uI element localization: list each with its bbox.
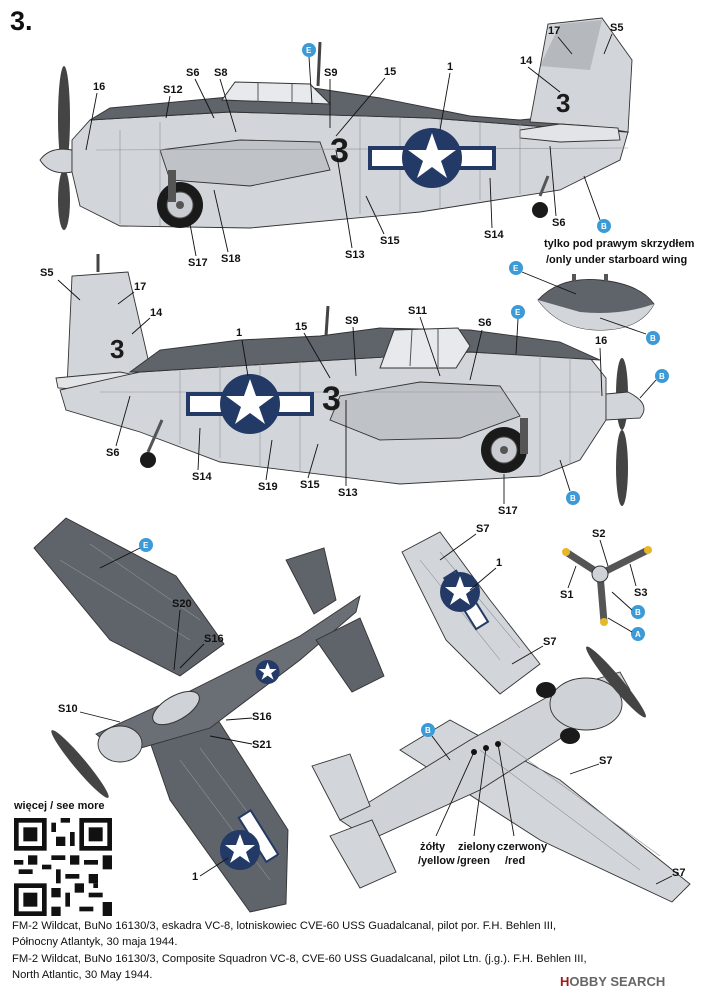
callout-S15-b: S15 [300, 479, 320, 491]
color-code-E-1: E [306, 46, 312, 55]
color-code-A: A [635, 630, 641, 639]
color-code-E-4: E [143, 541, 149, 550]
callout-17-b: 17 [134, 281, 146, 293]
callout-S6-c: S6 [478, 317, 491, 329]
callout-S14-b: S14 [192, 471, 212, 483]
caption-line-pl-2: Północny Atlantyk, 30 maja 1944. [12, 936, 178, 949]
starboard-note-en: /only under starboard wing [546, 254, 687, 266]
propeller-detail: S2 S1 S3 B A [560, 528, 652, 641]
stripe-red-en: /red [505, 855, 525, 867]
callout-S15-a: S15 [380, 235, 400, 247]
color-code-E-2: E [513, 264, 519, 273]
callout-S18: S18 [221, 253, 241, 265]
starboard-note-pl: tylko pod prawym skrzydłem [544, 238, 695, 250]
watermark: HOBBY SEARCH [560, 974, 665, 989]
callout-S9-b: S9 [345, 315, 358, 327]
callout-S17-a: S17 [188, 257, 208, 269]
callout-S1: S1 [560, 589, 573, 601]
callout-14-b: 14 [150, 307, 163, 319]
stripe-green-pl: zielony [458, 841, 496, 853]
tail-number-left: 3 [556, 88, 570, 118]
callout-S7-d: S7 [672, 867, 685, 879]
callout-S5-a: S5 [610, 22, 623, 34]
callout-S16-a: S16 [204, 633, 224, 645]
stripe-yellow-en: /yellow [418, 855, 455, 867]
callout-S13-a: S13 [345, 249, 365, 261]
stripe-red-pl: czerwony [497, 841, 548, 853]
callout-1-a: 1 [447, 61, 453, 73]
callout-S12: S12 [163, 84, 183, 96]
callout-S14-a: S14 [484, 229, 504, 241]
right-side-view: 3 3 [55, 254, 645, 506]
callout-15-b: 15 [295, 321, 307, 333]
bottom-view-callouts: S7 1 S7 S7 S7 B żółty /yellow zielony /g… [418, 523, 685, 885]
callout-1-b: 1 [236, 327, 242, 339]
caption-line-pl-1: FM-2 Wildcat, BuNo 16130/3, eskadra VC-8… [12, 920, 557, 932]
caption-block: FM-2 Wildcat, BuNo 16130/3, eskadra VC-8… [12, 918, 612, 984]
callout-S7-b: S7 [543, 636, 556, 648]
callout-S2: S2 [592, 528, 605, 540]
color-code-B-6: B [635, 608, 641, 617]
callout-S6-b: S6 [552, 217, 565, 229]
color-code-E-3: E [515, 308, 521, 317]
callout-1-d: 1 [496, 557, 502, 569]
callout-S6-a: S6 [186, 67, 199, 79]
watermark-prefix: H [560, 974, 570, 989]
callout-S19: S19 [258, 481, 278, 493]
callout-S9-a: S9 [324, 67, 337, 79]
see-more-label: więcej / see more [14, 800, 105, 812]
callout-S3: S3 [634, 587, 647, 599]
color-code-B-4: B [570, 494, 576, 503]
callout-S7-a: S7 [476, 523, 489, 535]
callout-17-a: 17 [548, 25, 560, 37]
callout-16: 16 [93, 81, 105, 93]
drop-tank: E B [509, 261, 660, 345]
stripe-yellow-pl: żółty [420, 841, 446, 853]
callout-16-b: 16 [595, 335, 607, 347]
left-view-callouts: 16 S12 S6 S8 E S9 15 1 17 S5 14 S6 B S14… [85, 22, 623, 269]
fuselage-number-right: 3 [322, 380, 341, 418]
top-view-callouts: E S20 S16 S10 S16 S21 1 [58, 538, 272, 883]
callout-S5-b: S5 [40, 267, 53, 279]
fuselage-number-left: 3 [330, 132, 349, 170]
callout-S13-b: S13 [338, 487, 358, 499]
callout-S7-c: S7 [599, 755, 612, 767]
callout-1-c: 1 [192, 871, 198, 883]
caption-line-en-2: North Atlantic, 30 May 1944. [12, 969, 153, 982]
callout-S20: S20 [172, 598, 192, 610]
top-view [33, 517, 385, 913]
stripe-green-en: /green [457, 855, 490, 867]
callout-S21: S21 [252, 739, 272, 751]
callout-S10: S10 [58, 703, 78, 715]
callout-14-a: 14 [520, 55, 533, 67]
callout-S11: S11 [408, 305, 427, 317]
callout-S8: S8 [214, 67, 227, 79]
callout-S17-b: S17 [498, 505, 518, 517]
callout-15-a: 15 [384, 66, 396, 78]
caption-line-en-1: FM-2 Wildcat, BuNo 16130/3, Composite Sq… [12, 952, 587, 965]
tail-number-right: 3 [110, 334, 124, 364]
watermark-text: OBBY SEARCH [569, 974, 666, 989]
color-code-B-1: B [601, 222, 607, 231]
color-code-B-3: B [659, 372, 665, 381]
color-code-B-5: B [425, 726, 431, 735]
color-code-B-2: B [650, 334, 656, 343]
right-view-callouts: S5 17 14 1 15 S9 S11 S6 E 16 B B S6 S14 … [40, 267, 669, 517]
callout-S16-b: S16 [252, 711, 272, 723]
qr-code-icon[interactable] [14, 818, 112, 916]
left-side-view: 3 3 [39, 17, 633, 230]
sheet-number: 3. [10, 6, 33, 36]
callout-S6-d: S6 [106, 447, 119, 459]
